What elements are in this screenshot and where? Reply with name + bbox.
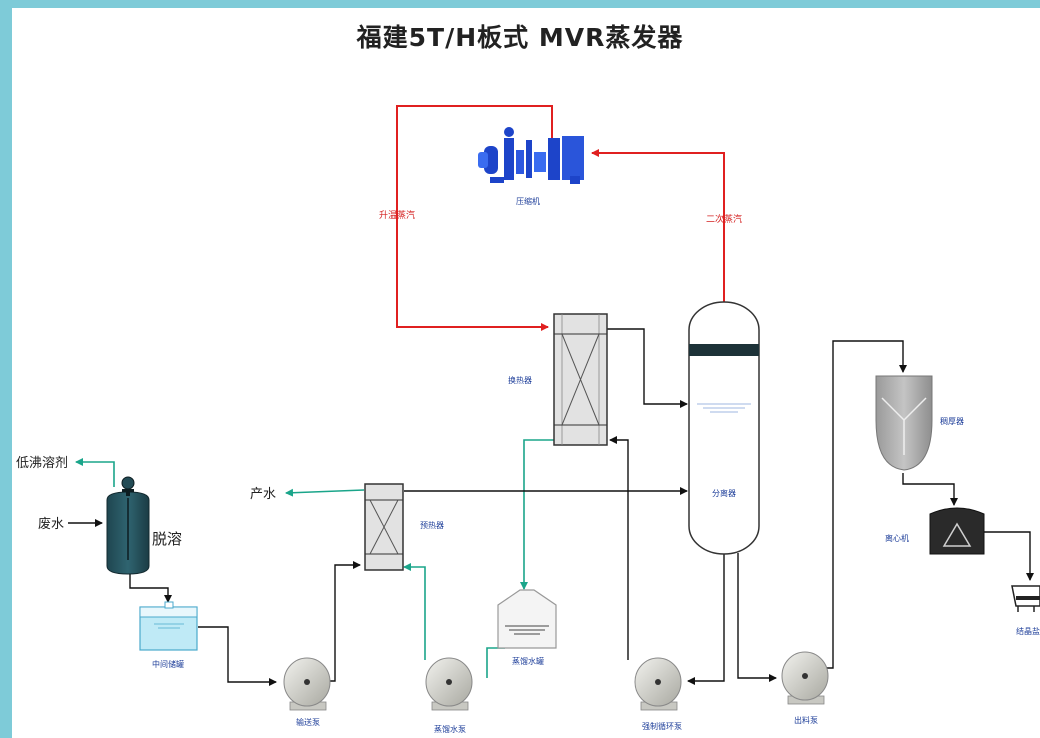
preheater: 预热器 — [364, 483, 444, 571]
feed-pump-to-preheater — [329, 561, 361, 682]
crystal-salt-label: 结晶盐 — [1016, 626, 1040, 636]
tank-to-feed-pump — [198, 626, 277, 686]
discharge-pump: 出料泵 — [781, 651, 829, 725]
heated-steam-label: 升温蒸汽 — [379, 209, 415, 221]
discharge-pump-label: 出料泵 — [794, 715, 818, 725]
preheater-label: 预热器 — [420, 520, 444, 530]
discharge-pump-to-thickener — [826, 340, 907, 669]
centrifuge: 离心机 — [885, 507, 985, 555]
compressor-label: 压缩机 — [516, 196, 540, 206]
separator-to-circulation-pump — [687, 553, 725, 685]
exchanger-to-separator — [607, 328, 688, 408]
product-water-line — [285, 488, 365, 497]
intermediate-tank-label: 中间储罐 — [152, 659, 184, 669]
separator-to-discharge-pump — [737, 553, 777, 682]
diagram-title: 福建5T/H板式 MVR蒸发器 — [356, 23, 684, 52]
thickener-label: 稠厚器 — [940, 417, 964, 426]
centrifuge-label: 离心机 — [885, 533, 909, 543]
distilled-pump-out-line — [486, 647, 505, 678]
separator: 分离器 — [688, 301, 760, 555]
feed-pump: 输送泵 — [283, 657, 331, 727]
solvent-vapor-line — [75, 458, 115, 487]
steam-lines — [396, 105, 725, 331]
forced-circulation-pump-label: 强制循环泵 — [642, 721, 682, 731]
distilled-water-tank-label: 蒸馏水罐 — [512, 656, 544, 666]
forced-circulation-pump: 强制循环泵 — [634, 657, 682, 731]
distilled-water-pump-label: 蒸馏水泵 — [434, 724, 466, 734]
thickener: 稠厚器 — [875, 375, 964, 471]
desolv-to-tank — [129, 573, 172, 603]
compressor: 压缩机 — [478, 127, 584, 206]
low-boiling-solvent-label: 低沸溶剂 — [16, 456, 68, 471]
heated-steam-line — [396, 105, 553, 331]
feed-pump-label: 输送泵 — [296, 717, 320, 727]
intermediate-tank: 中间储罐 — [139, 601, 198, 669]
product-water-label: 产水 — [250, 487, 276, 502]
circulation-pump-to-exchanger — [609, 436, 629, 660]
distilled-water-pump: 蒸馏水泵 — [425, 657, 473, 734]
secondary-steam-label: 二次蒸汽 — [706, 213, 742, 225]
heat-exchanger-label: 换热器 — [508, 375, 532, 385]
crystal-salt-hopper: 结晶盐 — [1011, 585, 1040, 636]
waste-water-label: 废水 — [38, 516, 64, 532]
centrifuge-to-crystal — [983, 531, 1034, 581]
thickener-to-centrifuge — [902, 473, 958, 506]
distilled-to-preheater-line — [403, 563, 426, 660]
distillate-line — [520, 439, 568, 590]
secondary-steam-line — [591, 149, 725, 303]
heat-exchanger: 换热器 — [508, 313, 608, 446]
water-lines — [75, 439, 568, 678]
desolvation-label: 脱溶 — [152, 530, 182, 548]
separator-label: 分离器 — [712, 488, 736, 498]
process-lines — [68, 328, 1034, 686]
distilled-water-tank: 蒸馏水罐 — [497, 589, 557, 666]
desolvation-tank: 脱溶 — [106, 476, 182, 575]
